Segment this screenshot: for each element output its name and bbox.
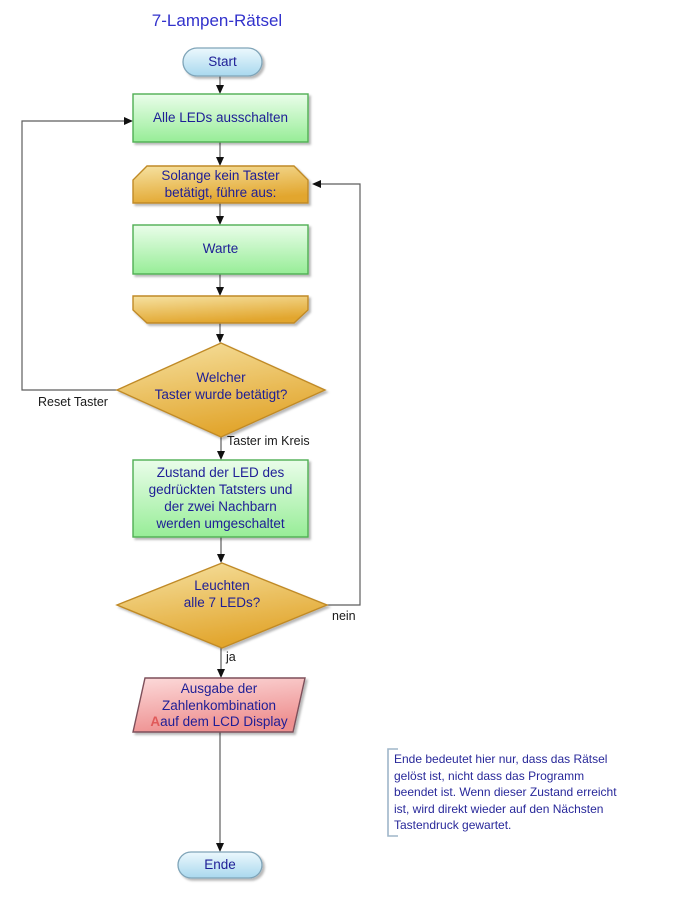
arrowheads bbox=[124, 85, 321, 852]
process-warte-label: Warte bbox=[202, 241, 239, 257]
ende-label: Ende bbox=[204, 856, 236, 872]
toggle-leds-line2: gedrückten Tatsters und bbox=[148, 482, 293, 497]
decision-which-button-label: Welcher Taster wurde betätigt? bbox=[116, 370, 326, 403]
loop-start-line2: betätigt, führe aus: bbox=[164, 184, 277, 200]
comment-line3: beendet ist. Wenn dieser Zustand erreich… bbox=[394, 785, 617, 799]
decision-which-button-line1: Welcher bbox=[196, 370, 246, 385]
decision-which-button-line2: Taster wurde betätigt? bbox=[154, 386, 288, 402]
arrow-down-icon bbox=[216, 216, 224, 225]
decision-all-leds-line1: Leuchten bbox=[194, 578, 250, 593]
loop-start-label: Solange kein Taster betätigt, führe aus: bbox=[133, 168, 308, 201]
edge-nein-feedback bbox=[321, 183, 361, 606]
edge-label-reset-taster: Reset Taster bbox=[38, 395, 108, 409]
edge-reset-feedback bbox=[21, 120, 124, 391]
diagram-title: 7-Lampen-Rätsel bbox=[151, 11, 283, 30]
arrow-down-icon bbox=[216, 287, 224, 296]
output-lcd-line3-text: auf dem LCD Display bbox=[160, 714, 288, 729]
edge-label-nein: nein bbox=[332, 609, 356, 623]
toggle-leds-line3: der zwei Nachbarn bbox=[164, 499, 277, 514]
edge-label-taster-im-kreis: Taster im Kreis bbox=[227, 434, 310, 448]
decision-all-leds-lit-shape bbox=[115, 562, 329, 649]
toggle-leds-line1: Zustand der LED des bbox=[156, 465, 285, 480]
arrow-down-icon bbox=[217, 669, 225, 678]
flowchart-shapes bbox=[115, 47, 329, 879]
edge-lines bbox=[21, 76, 361, 844]
arrow-down-icon bbox=[216, 157, 224, 166]
process-all-leds-off-shape bbox=[132, 93, 309, 143]
arrow-down-icon bbox=[216, 334, 224, 343]
start-terminator-shape bbox=[182, 47, 263, 77]
output-lcd-line3: Aauf dem LCD Display bbox=[139, 714, 299, 731]
decision-which-button-shape bbox=[115, 342, 327, 438]
loop-start-shape bbox=[132, 165, 309, 204]
process-all-leds-off-label: Alle LEDs ausschalten bbox=[152, 109, 289, 125]
comment-line5: Tastendruck gewartet. bbox=[394, 818, 512, 832]
loop-start-line1: Solange kein Taster bbox=[161, 168, 280, 183]
start-label: Start bbox=[208, 53, 237, 69]
comment-line4: ist, wird direkt wieder auf den Nächsten bbox=[394, 801, 604, 816]
comment-line2: gelöst ist, nicht dass das Programm bbox=[394, 768, 585, 783]
comment-line1: Ende bedeutet hier nur, dass das Rätsel bbox=[394, 752, 608, 766]
toggle-leds-line4: werden umgeschaltet bbox=[156, 516, 285, 531]
output-lcd-shape bbox=[132, 677, 306, 733]
arrow-down-icon bbox=[217, 554, 225, 563]
comment-block: Ende bedeutet hier nur, dass das Rätsel … bbox=[394, 751, 672, 834]
process-toggle-leds-label: Zustand der LED des gedrückten Tatsters … bbox=[133, 464, 308, 532]
output-lcd-line2: Zahlenkombination bbox=[161, 697, 277, 713]
process-toggle-leds-shape bbox=[132, 459, 309, 538]
loop-end-shape bbox=[132, 295, 309, 324]
arrow-down-icon bbox=[216, 843, 224, 852]
edge-label-ja: ja bbox=[226, 650, 236, 664]
arrow-left-icon bbox=[312, 180, 321, 188]
comment-bracket-icon bbox=[387, 748, 398, 837]
decision-all-leds-lit-label: Leuchten alle 7 LEDs? bbox=[117, 578, 327, 611]
arrow-down-icon bbox=[217, 451, 225, 460]
arrow-right-icon bbox=[124, 117, 133, 125]
output-lcd-line1: Ausgabe der bbox=[180, 681, 258, 696]
process-warte-shape bbox=[132, 224, 309, 275]
decision-all-leds-line2: alle 7 LEDs? bbox=[183, 594, 261, 610]
ende-terminator-shape bbox=[177, 851, 263, 879]
arrow-down-icon bbox=[216, 85, 224, 94]
annotation-a-marker: A bbox=[150, 714, 161, 729]
output-lcd-label: Ausgabe der Zahlenkombination Aauf dem L… bbox=[139, 681, 299, 731]
